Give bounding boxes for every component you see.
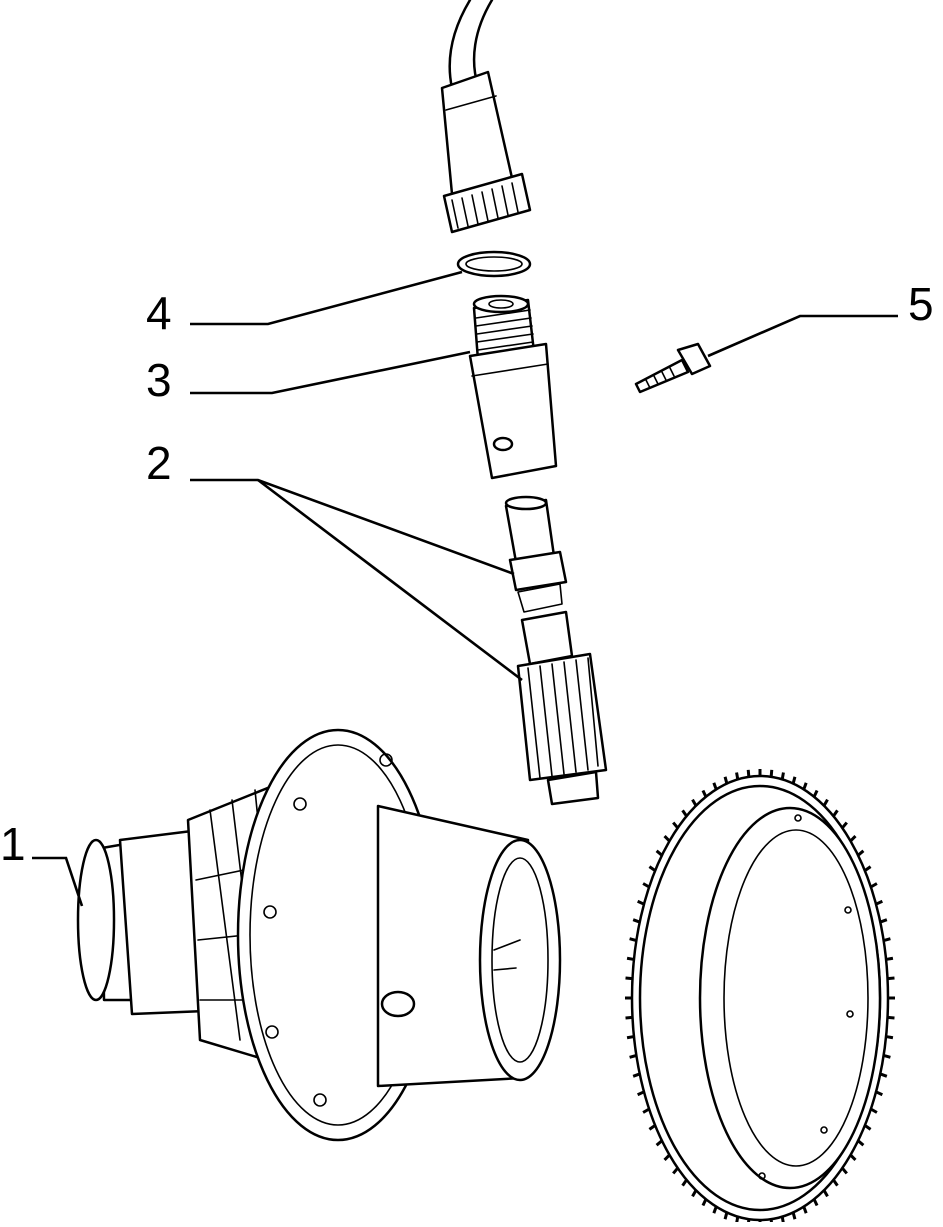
gear-tooth (648, 1124, 657, 1131)
speedometer-cable (440, 0, 532, 234)
gear-tooth (691, 1189, 698, 1198)
gear-tooth (681, 1178, 688, 1187)
gear-tooth (735, 772, 740, 780)
gear-tooth (780, 772, 785, 780)
gear-tooth (663, 1153, 671, 1161)
gear-tooth (791, 776, 797, 784)
gear-tooth (885, 956, 894, 961)
leader-4 (190, 270, 463, 326)
gear-tooth (802, 1206, 808, 1214)
gear-tooth (746, 769, 751, 777)
gear-tooth (681, 809, 688, 818)
gear-tooth (875, 899, 883, 906)
gear-tooth (648, 865, 657, 872)
gear-tooth (849, 835, 857, 843)
leader-2a (190, 478, 515, 576)
gear-tooth (870, 882, 878, 889)
gear-tooth (812, 1198, 819, 1207)
gear-tooth (642, 1107, 650, 1114)
callout-labels: 1 2 3 4 5 (0, 278, 934, 870)
gear-tooth (863, 865, 872, 872)
gear-tooth (841, 821, 848, 829)
gear-tooth (691, 798, 698, 807)
gear-tooth (672, 1167, 679, 1175)
gear-tooth (849, 1153, 857, 1161)
gear-tooth (857, 849, 865, 857)
callout-label-5: 5 (908, 278, 934, 330)
gear-tooth (629, 937, 637, 942)
leader-1 (32, 856, 84, 907)
gear-tooth (863, 1124, 872, 1131)
gear-tooth (642, 882, 650, 889)
bushing-part-3 (468, 294, 558, 480)
callout-label-4: 4 (146, 287, 172, 339)
gear-tooth (879, 1072, 888, 1078)
screw-part-5 (634, 342, 712, 394)
gear-tooth (712, 782, 718, 790)
gear-tooth (637, 1090, 645, 1097)
gear-tooth (632, 1072, 641, 1078)
callout-label-2: 2 (146, 437, 172, 489)
gear-tooth (655, 849, 663, 857)
gear-tooth (883, 937, 891, 942)
gear-tooth (812, 789, 819, 798)
gear-tooth (841, 1167, 848, 1175)
gear-tooth (832, 809, 839, 818)
callout-label-1: 1 (0, 818, 26, 870)
ring-gear (625, 769, 895, 1227)
gear-tooth (879, 918, 888, 924)
gear-tooth (887, 976, 895, 981)
callout-label-3: 3 (146, 354, 172, 406)
gear-tooth (632, 918, 641, 924)
gear-tooth (637, 899, 645, 906)
gear-tooth (626, 1035, 635, 1040)
gear-tooth (625, 976, 633, 981)
leader-2b (257, 478, 523, 682)
gear-tooth (672, 821, 679, 829)
gear-tooth (883, 1054, 891, 1059)
gear-tooth (723, 1212, 729, 1220)
gear-tooth (735, 1216, 740, 1224)
gear-tooth (712, 1206, 718, 1214)
gear-tooth (857, 1139, 865, 1147)
gear-tooth (769, 769, 774, 777)
gear-tooth (723, 776, 729, 784)
leader-5 (707, 314, 898, 358)
gear-tooth (701, 1198, 708, 1207)
gear-tooth (822, 1189, 829, 1198)
differential-housing-part-1 (76, 728, 562, 1142)
leader-lines (32, 270, 898, 907)
gear-tooth (626, 956, 635, 961)
gear-tooth (887, 1015, 895, 1020)
gear-tooth (625, 1015, 633, 1020)
gear-tooth (780, 1216, 785, 1224)
gear-tooth (875, 1090, 883, 1097)
gear-tooth (822, 798, 829, 807)
gear-tooth (655, 1139, 663, 1147)
gear-tooth (870, 1107, 878, 1114)
gear-tooth (802, 782, 808, 790)
pinion-shaft-part-2 (504, 495, 608, 806)
gear-tooth (885, 1035, 894, 1040)
gear-tooth (832, 1178, 839, 1187)
o-ring-part-4 (456, 250, 532, 278)
gear-tooth (791, 1212, 797, 1220)
gear-tooth (701, 789, 708, 798)
gear-tooth (629, 1054, 637, 1059)
leader-3 (190, 350, 471, 395)
gear-tooth (663, 835, 671, 843)
